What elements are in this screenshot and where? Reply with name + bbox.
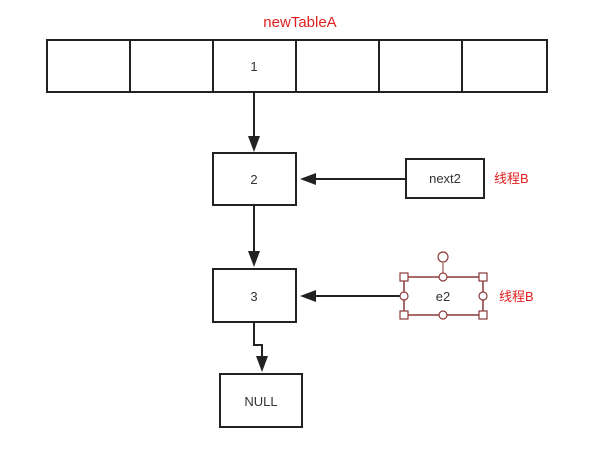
node-3-label: 3 <box>250 289 257 304</box>
table-title: newTableA <box>263 14 336 31</box>
null-node: NULL <box>219 373 303 428</box>
next2-thread-label: 线程B <box>494 171 529 186</box>
table-cell-0 <box>46 39 131 93</box>
resize-handle-bottom-right[interactable] <box>478 310 488 320</box>
node-2: 2 <box>212 152 297 206</box>
null-node-label: NULL <box>244 394 277 409</box>
arrow-cell-to-node-2 <box>248 92 260 152</box>
resize-handle-top-right[interactable] <box>478 272 488 282</box>
resize-handle-top[interactable] <box>438 272 448 282</box>
table-cell-label: 1 <box>250 59 257 74</box>
rotate-handle[interactable] <box>437 251 449 263</box>
table-cell-5 <box>461 39 548 93</box>
resize-handle-top-left[interactable] <box>399 272 409 282</box>
arrow-node-2-to-node-3 <box>248 205 260 267</box>
next2-pointer: next2 <box>300 158 485 199</box>
node-3: 3 <box>212 268 297 323</box>
table-cell-2 <box>212 39 297 93</box>
resize-handle-bottom-left[interactable] <box>399 310 409 320</box>
table-cell-3 <box>295 39 380 93</box>
table-cell-4 <box>378 39 463 93</box>
arrow-node-3-to-null <box>253 322 268 372</box>
resize-handle-left[interactable] <box>399 291 409 301</box>
e2-pointer[interactable]: e2 <box>300 251 488 320</box>
next2-label: next2 <box>429 171 461 186</box>
resize-handle-bottom[interactable] <box>438 310 448 320</box>
next2-box <box>405 158 485 199</box>
hash-table-array: 1 <box>46 39 548 93</box>
e2-label: e2 <box>436 289 450 304</box>
node-2-label: 2 <box>250 172 257 187</box>
table-cell-1 <box>129 39 214 93</box>
e2-thread-label: 线程B <box>499 289 534 304</box>
resize-handle-right[interactable] <box>478 291 488 301</box>
